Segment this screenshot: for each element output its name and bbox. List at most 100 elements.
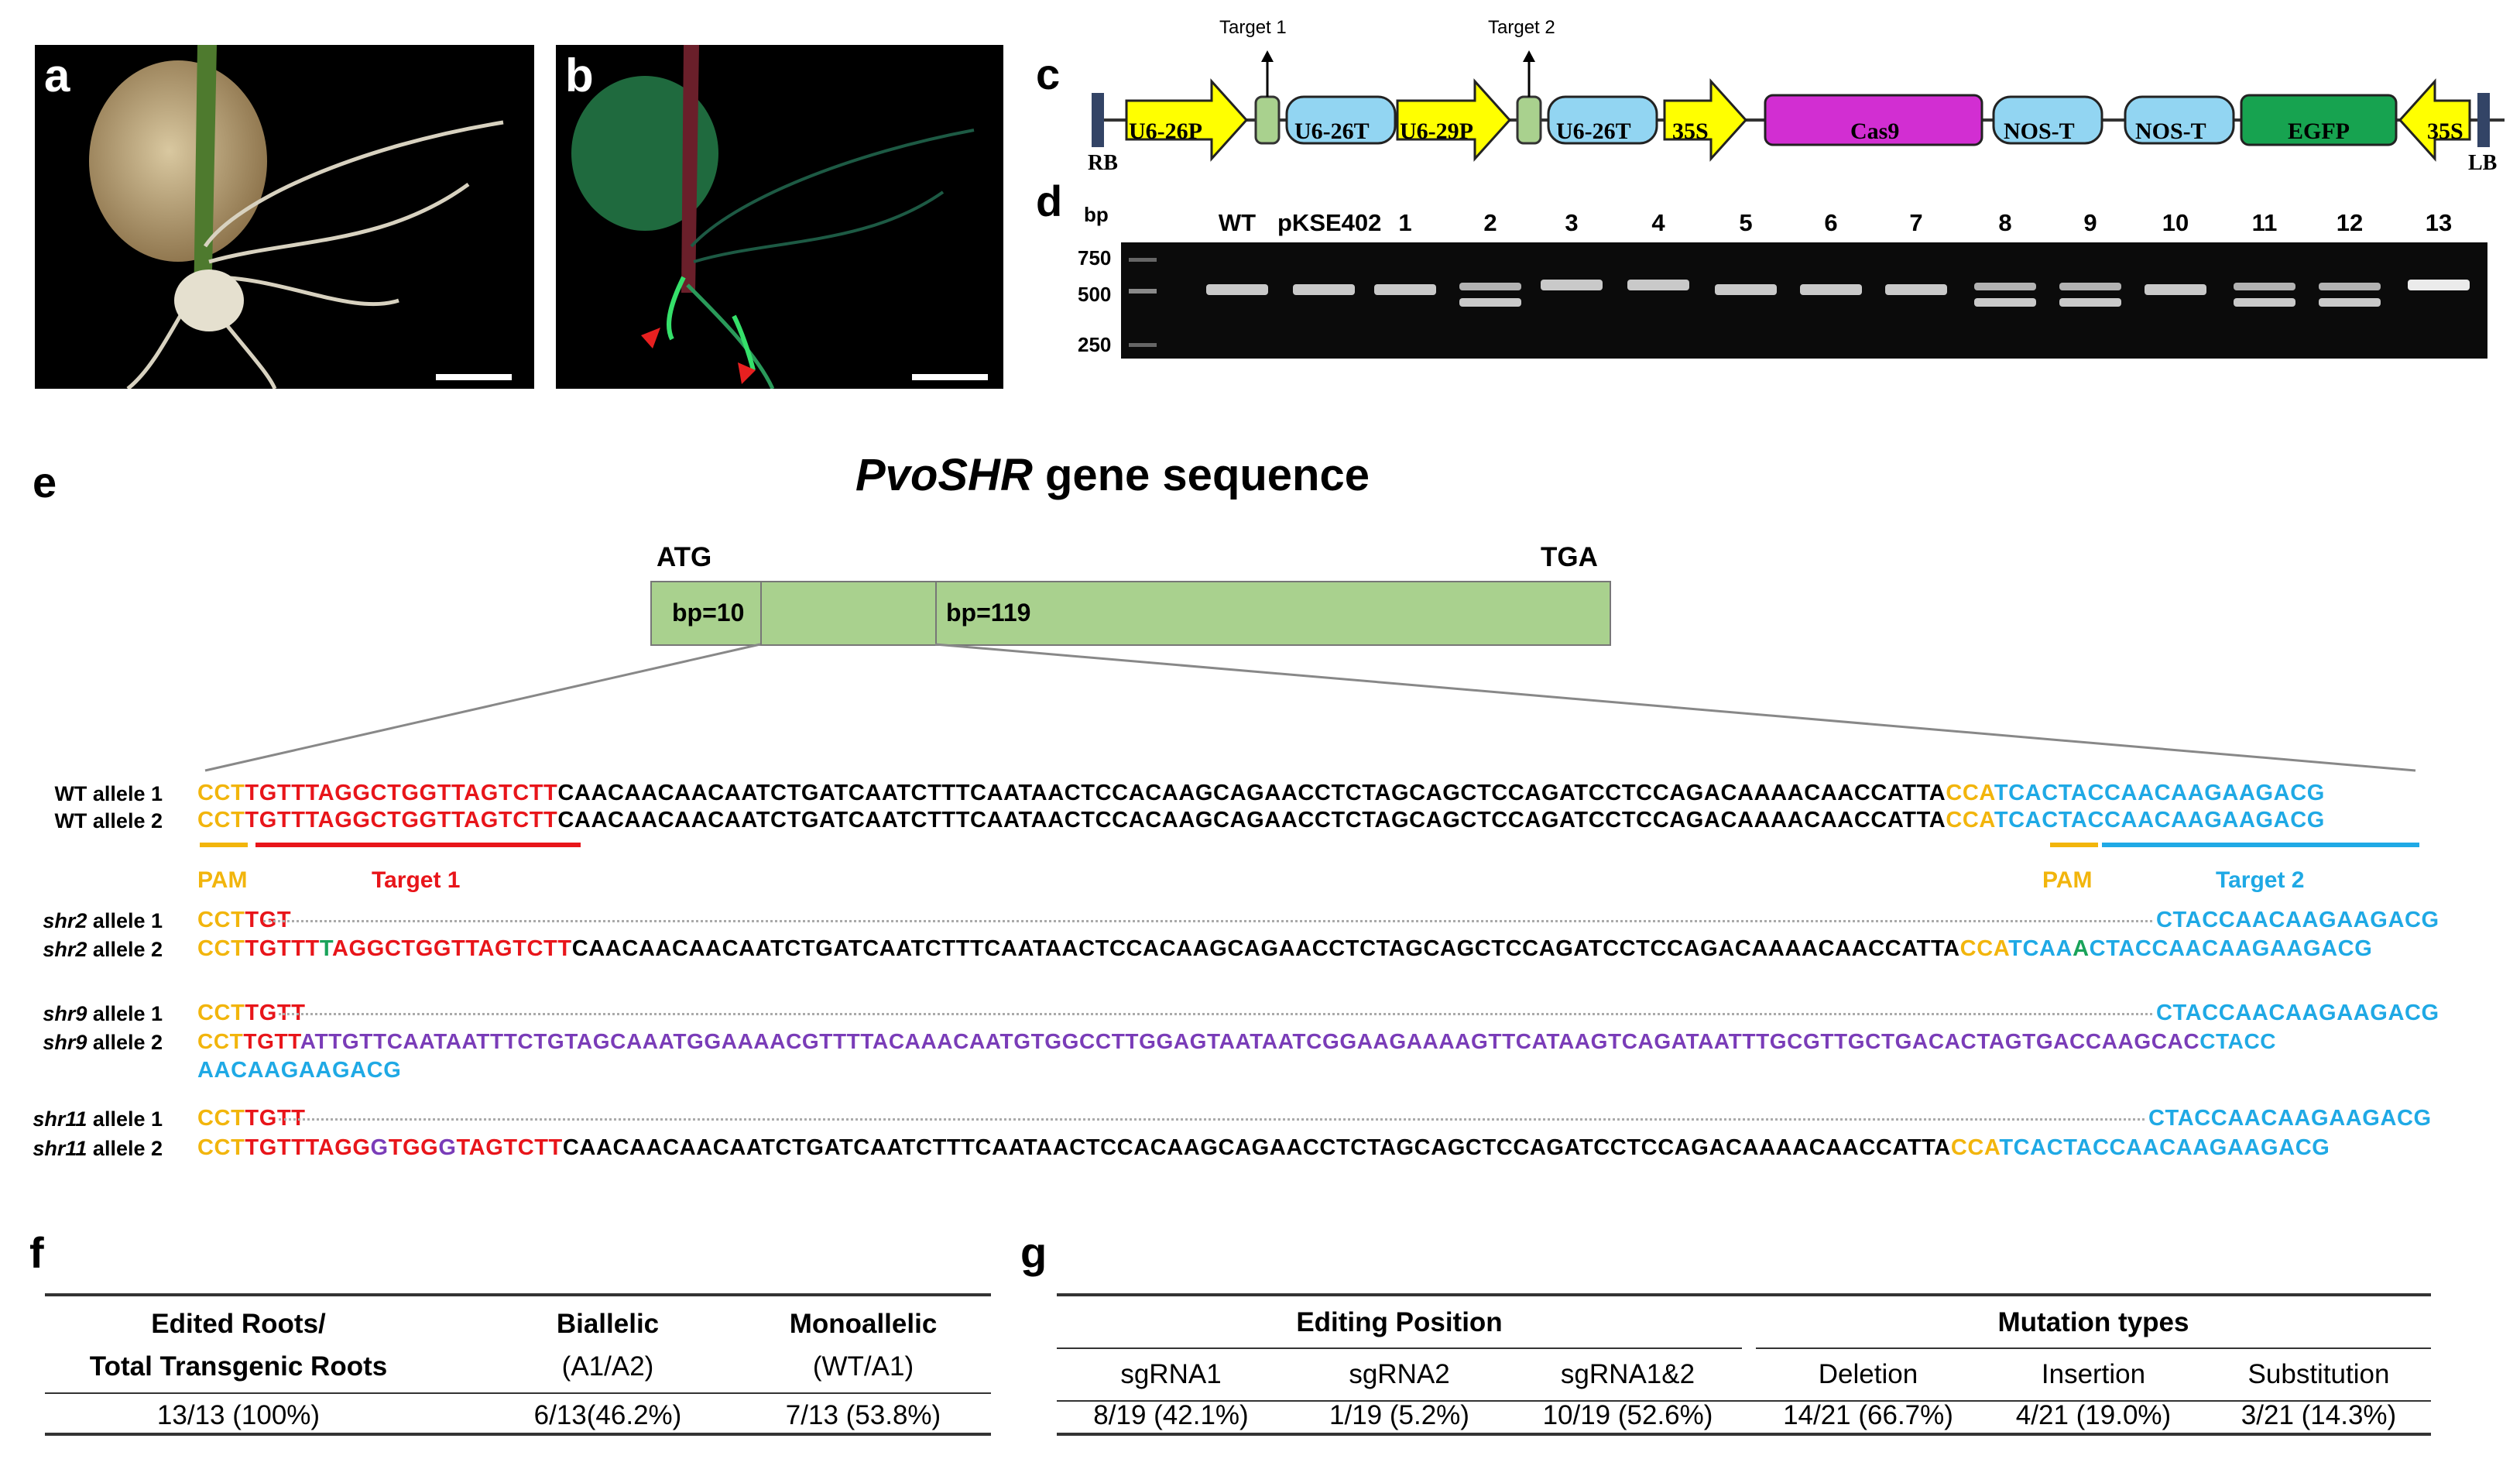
panel-label-e: e (33, 458, 57, 506)
label-wt-allele2: WT allele 2 (54, 809, 163, 832)
target1-underline (255, 843, 581, 847)
label-egfp: EGFP (2288, 118, 2350, 144)
table-g-col-header: sgRNA1&2 (1560, 1359, 1695, 1389)
target2-underline (2102, 843, 2419, 847)
seq-wt-allele1: CCTTGTTTAGGCTGGTTAGTCTTCAACAACAACAATCTGA… (197, 781, 2325, 805)
table-g-group-mutation-types: Mutation types (1997, 1307, 2189, 1337)
pam1-underline (200, 843, 248, 847)
fluorescence-illustration (571, 45, 975, 389)
exon2-label: bp=119 (946, 599, 1031, 627)
gel-lane-label: 7 (1909, 209, 1923, 236)
seq-shr9-allele2-wrap: AACAAGAAGACG (197, 1058, 402, 1083)
seq-shr2-allele1-tail: CTACCAACAAGAAGACG (2156, 908, 2439, 932)
table-g-cell: 1/19 (5.2%) (1329, 1400, 1469, 1430)
gene-title-italic: PvoSHR (855, 450, 1033, 500)
label-u6-29p: U6-29P (1400, 118, 1473, 144)
gel-band (2059, 298, 2121, 307)
panel-label-d: d (1036, 177, 1063, 225)
gel-lane-label: 8 (1998, 209, 2012, 236)
gel-lane-label: 5 (1739, 209, 1753, 236)
gel-lane-label: 12 (2336, 209, 2364, 236)
table-g-col-header: Substitution (2247, 1359, 2390, 1389)
tga-label: TGA (1541, 542, 1598, 572)
gel-lane-label: WT (1218, 209, 1257, 236)
target2-seq-label: Target 2 (2216, 867, 2305, 893)
photo-a: a (35, 45, 534, 389)
label-nos-t-1: NOS-T (2004, 118, 2075, 144)
label-u6-26p: U6-26P (1129, 118, 1202, 144)
table-g-bottom-rule (1057, 1433, 2431, 1436)
seq-shr11-allele1: CCTTGTT (197, 1106, 306, 1131)
gel-band (2059, 283, 2121, 290)
cas9-box (1764, 94, 1983, 146)
label-wt-allele1: WT allele 1 (54, 782, 163, 805)
table-g-cell: 3/21 (14.3%) (2241, 1400, 2397, 1430)
u6-29p-arrow (1396, 78, 1512, 162)
u6-26p-arrow (1125, 78, 1249, 162)
egfp-box (2240, 94, 2398, 146)
gel-band (1459, 283, 1521, 290)
gel-lane-label: 2 (1483, 209, 1497, 236)
gel-band (1974, 283, 2036, 290)
table-f-h2b: (A1/A2) (561, 1351, 654, 1382)
gel-lane-label: 10 (2162, 209, 2189, 236)
bp-label: bp (1084, 203, 1109, 226)
gel-band (1885, 284, 1947, 295)
gel-band (1206, 284, 1268, 295)
label-shr9-allele1: shr9 allele 1 (43, 1002, 163, 1025)
35s-arrow-2 (2398, 78, 2471, 162)
exon-divider-1 (760, 581, 762, 644)
gel-band (2319, 283, 2381, 290)
table-f-h3a: Monoallelic (789, 1309, 938, 1339)
table-g-mid-rule (1057, 1400, 2431, 1402)
nos-t-box-1 (1992, 95, 2103, 145)
scale-bar (436, 374, 512, 380)
seq-wt-allele2: CCTTGTTTAGGCTGGTTAGTCTTCAACAACAACAATCTGA… (197, 808, 2325, 832)
scale-bar (912, 374, 988, 380)
label-35s-1: 35S (1672, 118, 1709, 144)
gel-band (2319, 298, 2381, 307)
gel-image (1121, 242, 2487, 359)
gel-lane-label: 11 (2251, 209, 2278, 236)
gel-lane-label: pKSE402 (1277, 209, 1382, 236)
table-f-bottom-rule (45, 1433, 991, 1436)
label-u6-26t-2: U6-26T (1556, 118, 1631, 144)
gel-lane-label: 6 (1824, 209, 1838, 236)
table-f-top-rule (45, 1293, 991, 1296)
nos-t-box-2 (2124, 95, 2235, 145)
gel-band (2145, 284, 2206, 295)
label-shr9-allele2: shr9 allele 2 (43, 1031, 163, 1054)
gel-band (1627, 280, 1689, 290)
gel-band (1541, 280, 1603, 290)
table-g-cell: 4/21 (19.0%) (2015, 1400, 2172, 1430)
ladder-250: 250 (1078, 333, 1112, 356)
photo-b: b (556, 45, 1003, 389)
seq-shr11-allele1-tail: CTACCAACAAGAAGACG (2148, 1106, 2432, 1131)
panel-label-c: c (1036, 50, 1061, 98)
target2-label: Target 2 (1488, 17, 1555, 38)
deletion-line (279, 1118, 2145, 1121)
table-f-mid-rule (45, 1392, 991, 1394)
panel-label-f: f (29, 1228, 44, 1277)
panel-label-g: g (1020, 1228, 1047, 1277)
construct-map (1092, 50, 2505, 162)
table-f-h1a: Edited Roots/ (151, 1309, 326, 1339)
gene-title-rest: gene sequence (1032, 450, 1370, 500)
label-35s-2: 35S (2427, 118, 2463, 144)
pam1-label: PAM (197, 867, 248, 893)
label-cas9: Cas9 (1850, 118, 1900, 144)
deletion-line (263, 920, 2152, 922)
exon1-label: bp=10 (672, 599, 745, 627)
gel-band (2408, 280, 2470, 290)
gel-lane-label: 4 (1651, 209, 1665, 236)
gel-band (2234, 298, 2295, 307)
table-f-v1: 13/13 (100%) (156, 1400, 321, 1430)
pam2-label: PAM (2042, 867, 2093, 893)
table-f-h3b: (WT/A1) (812, 1351, 914, 1382)
rb-label: RB (1088, 151, 1118, 175)
lb-label: LB (2468, 151, 2498, 175)
table-f-h2a: Biallelic (556, 1309, 660, 1339)
gel-band (1800, 284, 1862, 295)
gel-lane-label: 3 (1565, 209, 1579, 236)
ladder-500: 500 (1078, 283, 1112, 306)
